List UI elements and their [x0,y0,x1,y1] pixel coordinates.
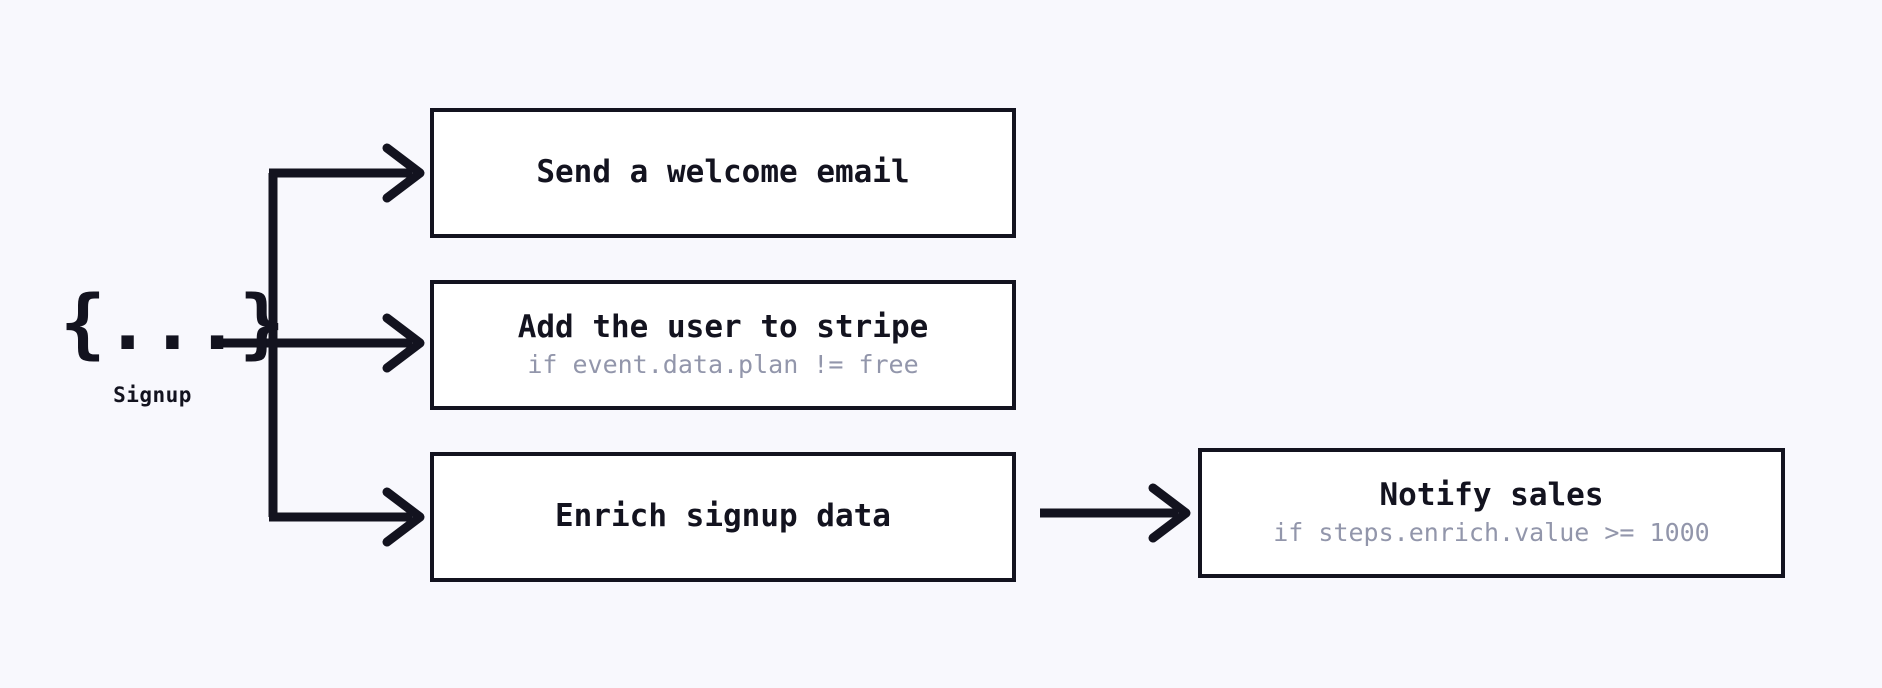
trigger-label: Signup [113,383,192,407]
step-box-enrich-data[interactable]: Enrich signup data [430,452,1016,582]
step-title: Send a welcome email [536,154,910,191]
arrowhead-add-stripe [382,313,425,373]
arrowhead-welcome-email [382,143,425,203]
step-box-welcome-email[interactable]: Send a welcome email [430,108,1016,238]
step-title: Notify sales [1379,477,1604,514]
step-box-notify-sales[interactable]: Notify sales if steps.enrich.value >= 10… [1198,448,1785,578]
step-title: Add the user to stripe [517,309,929,346]
step-condition: if steps.enrich.value >= 1000 [1273,518,1710,548]
step-box-add-stripe[interactable]: Add the user to stripe if event.data.pla… [430,280,1016,410]
json-event-icon: {...} [60,278,285,367]
step-title: Enrich signup data [555,498,891,535]
step-condition: if event.data.plan != free [527,350,919,380]
trigger-node[interactable]: {...} Signup [60,278,285,408]
arrowhead-enrich-data [382,487,425,547]
arrowhead-notify-sales [1148,483,1191,543]
